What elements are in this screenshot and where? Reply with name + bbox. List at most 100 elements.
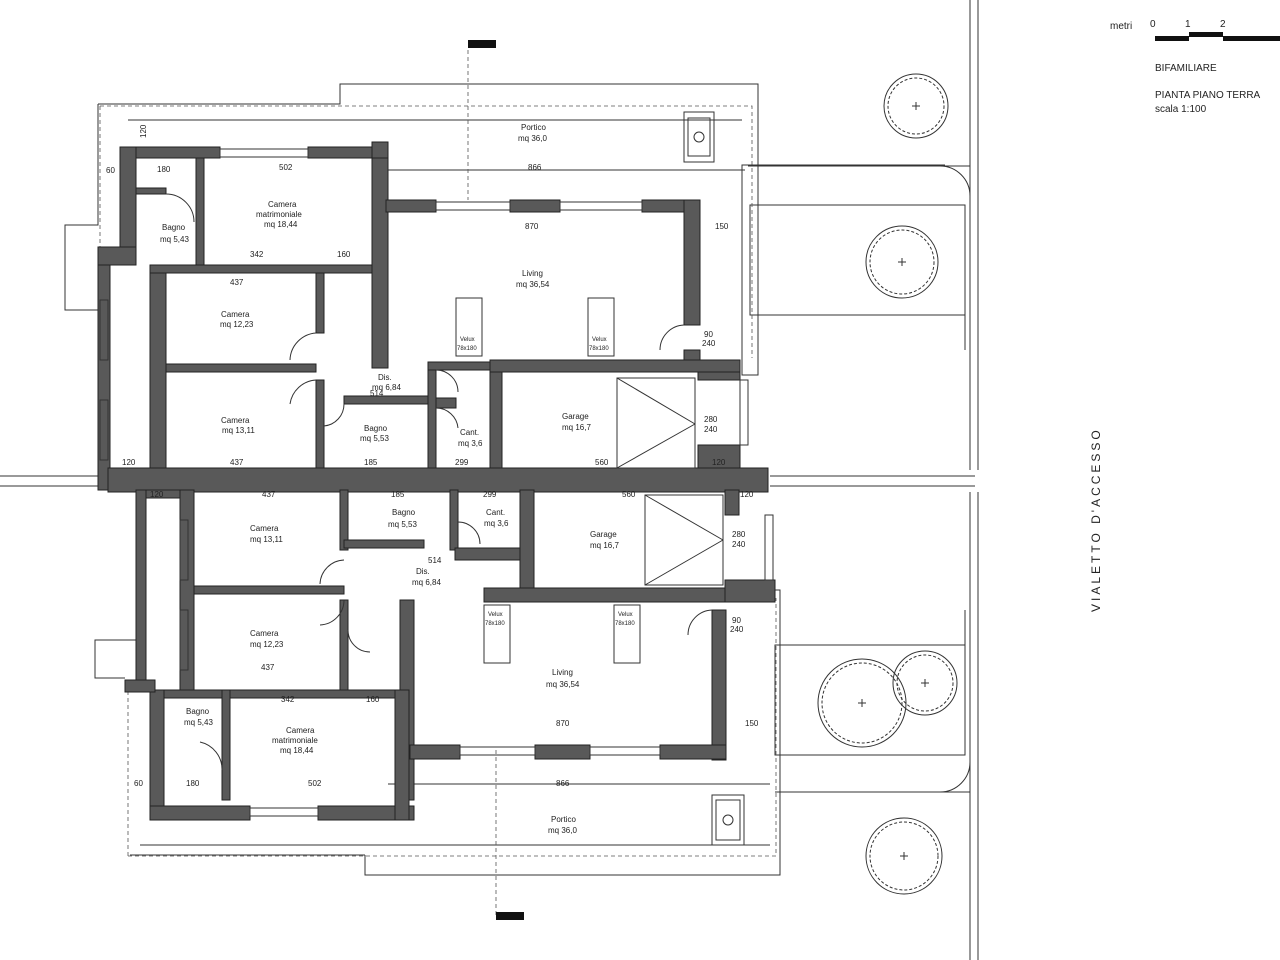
tree-3 xyxy=(817,658,907,748)
tree-5 xyxy=(865,817,943,895)
rooms-south: Portico mq 36,0 Camera matrimoniale mq 1… xyxy=(184,508,635,835)
svg-text:870: 870 xyxy=(525,222,539,231)
cam-matr-n-name: Camera xyxy=(268,200,297,209)
street-label: VIALETTO D'ACCESSO xyxy=(1089,427,1103,612)
svg-text:299: 299 xyxy=(483,490,497,499)
scale-text: scala 1:100 xyxy=(1155,104,1207,115)
svg-text:280: 280 xyxy=(732,530,746,539)
project-title: BIFAMILIARE xyxy=(1155,63,1217,74)
scale-tick-0: 0 xyxy=(1150,19,1156,30)
svg-text:870: 870 xyxy=(556,719,570,728)
windows xyxy=(99,148,774,817)
svg-text:299: 299 xyxy=(455,458,469,467)
svg-text:514: 514 xyxy=(370,389,384,398)
scale-tick-2: 2 xyxy=(1220,19,1226,30)
cam-matr-s-area: mq 18,44 xyxy=(280,746,314,755)
velux-n1: Velux xyxy=(460,337,475,343)
svg-text:437: 437 xyxy=(262,490,276,499)
scale-label: metri xyxy=(1110,21,1132,32)
portico-s-area: mq 36,0 xyxy=(548,826,577,835)
velux-n1-size: 78x180 xyxy=(457,346,477,352)
cam-matr-n-area: mq 18,44 xyxy=(264,220,298,229)
walls-north xyxy=(97,141,769,493)
svg-text:280: 280 xyxy=(704,415,718,424)
garage-s-name: Garage xyxy=(590,530,617,539)
svg-text:342: 342 xyxy=(281,695,295,704)
dis-n-name: Dis. xyxy=(378,373,392,382)
bagno1-s-area: mq 5,43 xyxy=(184,718,213,727)
dis-s-name: Dis. xyxy=(416,567,430,576)
bagno2-n-area: mq 5,53 xyxy=(360,434,389,443)
garage-n-area: mq 16,7 xyxy=(562,423,591,432)
svg-text:514: 514 xyxy=(428,556,442,565)
svg-text:60: 60 xyxy=(134,779,143,788)
camera1-n-name: Camera xyxy=(221,310,250,319)
svg-text:160: 160 xyxy=(366,695,380,704)
cant-s-area: mq 3,6 xyxy=(484,519,509,528)
camera2-n-area: mq 13,11 xyxy=(222,426,255,435)
svg-text:502: 502 xyxy=(279,163,293,172)
tree-1 xyxy=(883,73,949,139)
svg-text:160: 160 xyxy=(337,250,351,259)
garage-doors xyxy=(616,377,724,586)
bbq-south xyxy=(711,794,745,846)
camera2-s-area: mq 13,11 xyxy=(250,535,283,544)
cam-matr-n-sub: matrimoniale xyxy=(256,210,302,219)
rooms-north: Portico mq 36,0 Camera matrimoniale mq 1… xyxy=(160,123,609,448)
dis-s-area: mq 6,84 xyxy=(412,578,441,587)
svg-text:342: 342 xyxy=(250,250,264,259)
svg-text:240: 240 xyxy=(732,540,746,549)
svg-text:180: 180 xyxy=(157,165,171,174)
sheet-title: PIANTA PIANO TERRA xyxy=(1155,90,1261,101)
skylights xyxy=(455,297,641,664)
svg-text:180: 180 xyxy=(186,779,200,788)
svg-text:185: 185 xyxy=(391,490,405,499)
dis-n-area: mq 6,84 xyxy=(372,383,401,392)
svg-text:866: 866 xyxy=(528,163,542,172)
bagno2-n-name: Bagno xyxy=(364,424,388,433)
living-n-area: mq 36,54 xyxy=(516,280,550,289)
svg-text:150: 150 xyxy=(745,719,759,728)
svg-text:437: 437 xyxy=(230,278,244,287)
velux-s1-size: 78x180 xyxy=(485,621,505,627)
velux-s2: Velux xyxy=(618,612,633,618)
svg-text:120: 120 xyxy=(740,490,754,499)
scale-bar: metri 0 1 2 xyxy=(1110,19,1280,41)
svg-text:560: 560 xyxy=(622,490,636,499)
svg-text:560: 560 xyxy=(595,458,609,467)
svg-text:90: 90 xyxy=(704,330,713,339)
svg-text:150: 150 xyxy=(715,222,729,231)
living-s-name: Living xyxy=(552,668,573,677)
section-axis xyxy=(467,40,524,920)
portico-n-area: mq 36,0 xyxy=(518,134,547,143)
bagno1-s-name: Bagno xyxy=(186,707,210,716)
living-s-area: mq 36,54 xyxy=(546,680,580,689)
svg-text:120: 120 xyxy=(712,458,726,467)
velux-n2: Velux xyxy=(592,337,607,343)
tree-4 xyxy=(892,650,958,716)
svg-text:437: 437 xyxy=(230,458,244,467)
svg-text:90: 90 xyxy=(732,616,741,625)
cam-matr-s-sub: matrimoniale xyxy=(272,736,318,745)
bagno1-n-area: mq 5,43 xyxy=(160,235,189,244)
portico-s-name: Portico xyxy=(551,815,576,824)
svg-text:120: 120 xyxy=(139,124,148,138)
portico-n-name: Portico xyxy=(521,123,546,132)
velux-s2-size: 78x180 xyxy=(615,621,635,627)
svg-text:120: 120 xyxy=(122,458,136,467)
cant-s-name: Cant. xyxy=(486,508,505,517)
cant-n-name: Cant. xyxy=(460,428,479,437)
camera1-s-name: Camera xyxy=(250,629,279,638)
svg-text:240: 240 xyxy=(702,339,716,348)
property-lines xyxy=(0,0,979,960)
camera1-n-area: mq 12,23 xyxy=(220,320,254,329)
camera1-s-area: mq 12,23 xyxy=(250,640,284,649)
svg-text:502: 502 xyxy=(308,779,322,788)
camera2-n-name: Camera xyxy=(221,416,250,425)
walls-south xyxy=(124,489,776,821)
svg-text:185: 185 xyxy=(364,458,378,467)
svg-text:60: 60 xyxy=(106,166,115,175)
svg-text:437: 437 xyxy=(261,663,275,672)
garage-s-area: mq 16,7 xyxy=(590,541,619,550)
camera2-s-name: Camera xyxy=(250,524,279,533)
